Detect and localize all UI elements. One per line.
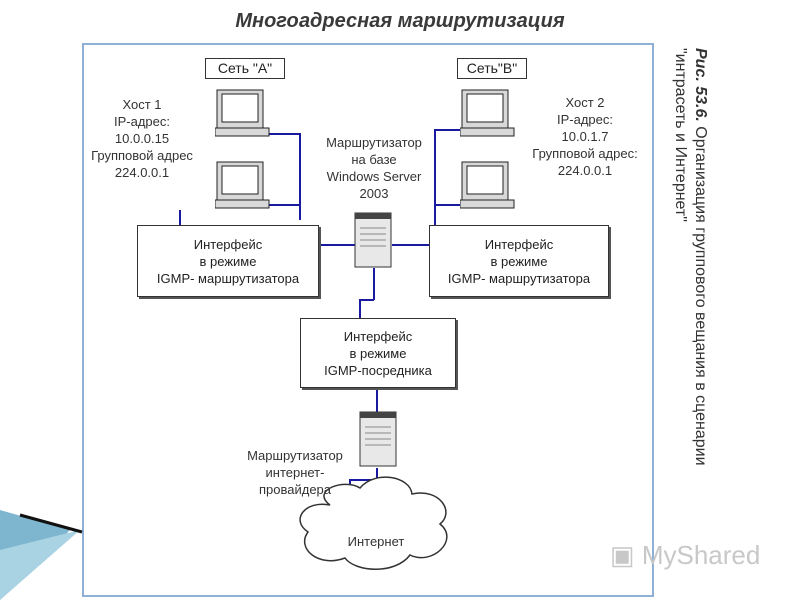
computer-icon: [215, 161, 270, 209]
host2-group: 224.0.0.1: [557, 163, 613, 178]
page-title: Многоадресная маршрутизация: [235, 10, 565, 32]
host1-info: Хост 1 IP-адрес: 10.0.0.15 Групповой адр…: [82, 96, 202, 181]
interface-proxy-box: Интерфейс в режиме IGMP-посредника: [300, 318, 456, 388]
caption-prefix: Рис. 53.6.: [692, 48, 709, 122]
host1-name: Хост 1: [122, 97, 162, 112]
caption-line2: "интрасеть и Интернет": [672, 48, 689, 222]
watermark-icon: ▣: [610, 540, 635, 570]
interface-right-label: Интерфейс в режиме IGMP- маршрутизатора: [447, 236, 591, 286]
interface-right-box: Интерфейс в режиме IGMP- маршрутизатора: [429, 225, 609, 297]
figure-caption: Рис. 53.6. Организация группового вещани…: [650, 48, 710, 608]
interface-left-box: Интерфейс в режиме IGMP- маршрутизатора: [137, 225, 319, 297]
network-a-label: Сеть "А": [205, 58, 285, 79]
watermark: ▣ MyShared: [610, 540, 760, 571]
host2-group-label: Групповой адрес:: [532, 146, 638, 161]
host1-ip: 10.0.0.15: [114, 131, 170, 146]
interface-left-label: Интерфейс в режиме IGMP- маршрутизатора: [156, 236, 300, 286]
router-main: [354, 212, 392, 268]
host2-ip-label: IP-адрес:: [557, 112, 613, 127]
host1-group: 224.0.0.1: [114, 165, 170, 180]
slide-decoration: [0, 510, 83, 600]
isp-router-label: Маршрутизатор интернет- провайдера: [247, 448, 343, 497]
watermark-text: MyShared: [641, 540, 761, 570]
computer-icon: [460, 89, 515, 137]
interface-proxy-label: Интерфейс в режиме IGMP-посредника: [324, 328, 432, 378]
host1-group-label: Групповой адрес: [91, 148, 193, 163]
router-isp: [359, 411, 397, 467]
internet-cloud: [299, 476, 448, 570]
caption-line1: Организация группового вещания в сценари…: [692, 126, 709, 466]
host2-info: Хост 2 IP-адрес: 10.0.1.7 Групповой адре…: [524, 94, 646, 179]
host1-ip-label: IP-адрес:: [114, 114, 170, 129]
computer-icon: [460, 161, 515, 209]
network-b-label: Сеть"В": [457, 58, 527, 79]
host2-ip: 10.0.1.7: [561, 129, 609, 144]
host2-name: Хост 2: [565, 95, 605, 110]
router-label: Маршрутизатор на базе Windows Server 200…: [326, 135, 422, 201]
computer-icon: [215, 89, 270, 137]
internet-label: Интернет: [347, 534, 405, 549]
